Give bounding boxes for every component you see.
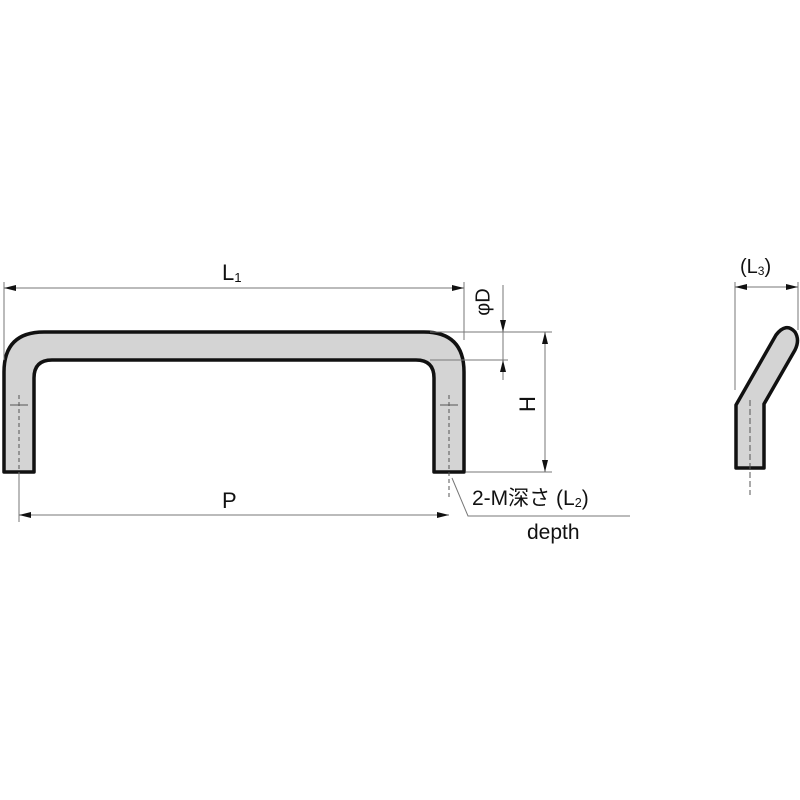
label-p: P <box>222 488 237 513</box>
dimension-p <box>18 472 449 522</box>
label-l3: (L3) <box>740 256 772 278</box>
dimension-h <box>430 331 552 473</box>
label-l1: L1 <box>222 260 242 285</box>
label-depth: depth <box>527 521 580 544</box>
thread-mark-right <box>440 395 458 500</box>
label-tap-depth: 2-M深さ (L2) <box>472 487 589 510</box>
handle-front-view <box>2 330 466 474</box>
dimension-l3 <box>734 282 799 390</box>
label-h: H <box>514 396 540 412</box>
handle-side-view <box>734 325 800 470</box>
tap-leader <box>451 477 630 517</box>
dimension-l1 <box>3 282 465 360</box>
label-phi-d: φD <box>472 288 495 316</box>
dimension-phi-d <box>430 285 508 380</box>
